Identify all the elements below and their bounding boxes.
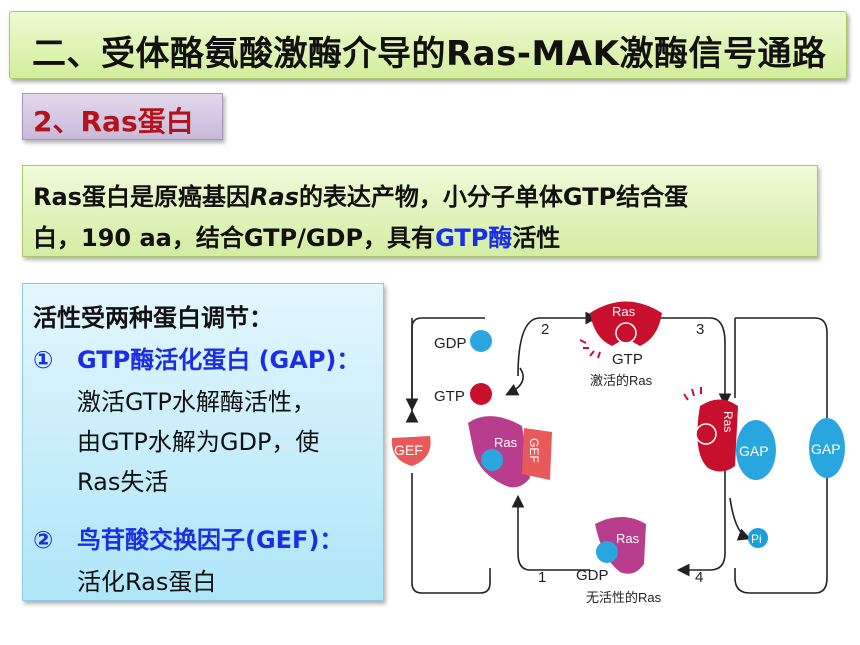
step-3-label: 3 bbox=[696, 321, 704, 338]
gef-desc-line: 活化Ras蛋白 bbox=[77, 568, 217, 596]
description-line-1: Ras蛋白是原癌基因Ras的表达产物，小分子单体GTP结合蛋 bbox=[33, 177, 688, 212]
description-text: 白，190 aa，结合GTP/GDP，具有 bbox=[33, 224, 436, 252]
ras-gap-label: Ras bbox=[721, 411, 735, 432]
item-number: ② bbox=[33, 526, 54, 554]
gtp-active-label: GTP bbox=[612, 351, 643, 368]
step1-path bbox=[511, 494, 590, 571]
cycle-paths bbox=[405, 311, 828, 594]
ras-inactive-label: Ras bbox=[616, 531, 640, 546]
gdp-molecule-icon bbox=[470, 330, 492, 352]
step4-path bbox=[676, 463, 726, 577]
item-title: 鸟苷酸交换因子(GEF)： bbox=[77, 526, 344, 554]
regulator-gef-title: ② 鸟苷酸交换因子(GEF)： bbox=[33, 520, 343, 555]
gef-free-label: GEF bbox=[394, 442, 423, 458]
gtpase-highlight: GTP酶 bbox=[435, 224, 513, 252]
item-number: ① bbox=[33, 346, 54, 374]
ras-cycle-diagram: 1 2 3 4 GDP GTP GEF Ras GEF Ras GTP 激活的R… bbox=[391, 301, 845, 605]
item-title: GTP酶活化蛋白 (GAP)： bbox=[77, 346, 361, 374]
step-4-label: 4 bbox=[695, 569, 703, 586]
gap-desc-line: 激活GTP水解酶活性， bbox=[77, 388, 316, 416]
loop-right-bottom bbox=[734, 463, 828, 594]
step-1-label: 1 bbox=[538, 569, 546, 586]
ras-complex-label: Ras bbox=[494, 435, 518, 450]
section-title: 2、Ras蛋白 bbox=[33, 105, 194, 138]
gtp-label-mid: GTP bbox=[434, 388, 465, 405]
description-text: Ras蛋白是原癌基因 bbox=[33, 183, 250, 211]
description-text: 的表达产物，小分子单体GTP结合蛋 bbox=[298, 183, 689, 211]
gdp-inactive-icon bbox=[596, 541, 618, 563]
loop-right-top bbox=[735, 317, 828, 418]
active-ras-caption: 激活的Ras bbox=[590, 373, 653, 388]
gtp-molecule-icon bbox=[470, 383, 492, 405]
title-bar: 二、受体酪氨酸激酶介导的Ras-MAK激酶信号通路 bbox=[9, 11, 847, 79]
gtp-hydrolysis-icon bbox=[695, 423, 717, 445]
gdp-release-arrow bbox=[505, 367, 524, 396]
gef-free-icon bbox=[391, 436, 431, 466]
gdp-bound-icon bbox=[481, 449, 503, 471]
loop-left-bottom bbox=[411, 473, 491, 594]
gap-desc-line: 由GTP水解为GDP，使 bbox=[77, 428, 320, 456]
step3-path bbox=[660, 317, 732, 407]
gdp-inactive-label: GDP bbox=[576, 567, 609, 584]
activity-rays-icon bbox=[579, 339, 601, 359]
regulator-gap-title: ① GTP酶活化蛋白 (GAP)： bbox=[33, 340, 360, 375]
hydrolysis-rays-icon bbox=[683, 387, 702, 401]
description-text: 活性 bbox=[512, 224, 561, 252]
ras-gap-complex-icon bbox=[697, 399, 738, 472]
gef-bound-icon bbox=[522, 428, 552, 480]
step2-path bbox=[517, 311, 599, 377]
regulation-heading: 活性受两种蛋白调节： bbox=[33, 304, 273, 332]
gene-name: Ras bbox=[249, 183, 299, 211]
gap-bound-icon bbox=[736, 420, 776, 480]
gap-free-icon bbox=[809, 418, 845, 478]
gap-free-label: GAP bbox=[811, 441, 841, 457]
gap-desc-line: Ras失活 bbox=[77, 468, 169, 496]
ras-active-label: Ras bbox=[612, 304, 636, 319]
ras-inactive-icon bbox=[595, 517, 646, 574]
gtp-bound-icon bbox=[615, 322, 637, 344]
gap-bound-label: GAP bbox=[739, 443, 769, 459]
pi-release-arrow bbox=[729, 497, 751, 541]
inactive-ras-caption: 无活性的Ras bbox=[586, 590, 662, 605]
pi-icon bbox=[748, 528, 768, 548]
gdp-label-top: GDP bbox=[434, 335, 467, 352]
section-title-box: 2、Ras蛋白 bbox=[22, 93, 223, 140]
gef-complex-label: GEF bbox=[527, 438, 541, 463]
description-line-2: 白，190 aa，结合GTP/GDP，具有GTP酶活性 bbox=[33, 218, 560, 253]
page-title: 二、受体酪氨酸激酶介导的Ras-MAK激酶信号通路 bbox=[32, 34, 827, 74]
step-2-label: 2 bbox=[541, 321, 549, 338]
pi-label: Pi bbox=[751, 532, 762, 546]
description-box: Ras蛋白是原癌基因Ras的表达产物，小分子单体GTP结合蛋 白，190 aa，… bbox=[22, 165, 818, 257]
